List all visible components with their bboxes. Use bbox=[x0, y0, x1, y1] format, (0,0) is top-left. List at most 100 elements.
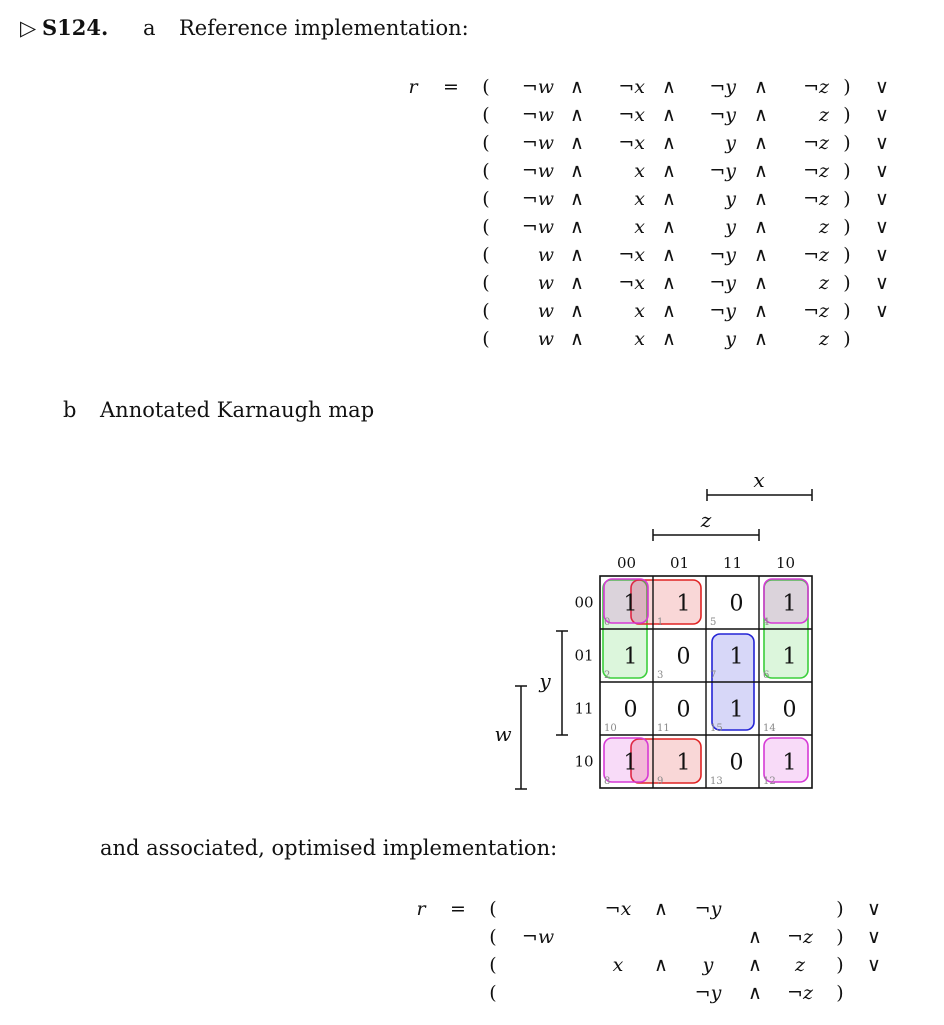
opt-close-paren: ) bbox=[836, 982, 844, 1004]
kmap-cell-index: 0 bbox=[604, 617, 610, 628]
ref-term-x: ¬x bbox=[618, 132, 645, 154]
opt-close-paren: ) bbox=[836, 926, 844, 948]
kmap-row-header: 10 bbox=[574, 753, 593, 771]
kmap-cell-value: 1 bbox=[624, 751, 638, 776]
kmap-cell-index: 2 bbox=[604, 670, 610, 681]
ref-term-x: x bbox=[634, 188, 645, 210]
opt-open-paren: ( bbox=[489, 898, 497, 920]
opt-term-z: ¬z bbox=[787, 926, 813, 948]
kmap-cell-index: 9 bbox=[657, 776, 663, 787]
ref-term-y: y bbox=[725, 132, 736, 154]
kmap-var-z: z bbox=[700, 508, 712, 532]
kmap-cell-index: 1 bbox=[657, 617, 663, 628]
ref-term-z: z bbox=[818, 216, 829, 238]
ref-and: ∧ bbox=[570, 272, 584, 294]
ref-open-paren: ( bbox=[482, 188, 490, 210]
optimised-caption: and associated, optimised implementation… bbox=[100, 836, 558, 860]
ref-close-paren: ) bbox=[843, 300, 851, 322]
ref-or: ∨ bbox=[875, 244, 889, 266]
ref-and: ∧ bbox=[662, 132, 676, 154]
ref-open-paren: ( bbox=[482, 244, 490, 266]
kmap-var-x: x bbox=[753, 468, 764, 492]
ref-term-w: ¬w bbox=[521, 188, 554, 210]
ref-term-w: w bbox=[537, 328, 554, 350]
kmap-cell-value: 0 bbox=[730, 751, 744, 776]
ref-open-paren: ( bbox=[482, 300, 490, 322]
ref-and: ∧ bbox=[570, 244, 584, 266]
ref-or: ∨ bbox=[875, 188, 889, 210]
ref-term-y: y bbox=[725, 188, 736, 210]
opt-lhs: r bbox=[416, 898, 426, 920]
ref-term-y: y bbox=[725, 328, 736, 350]
ref-or: ∨ bbox=[875, 216, 889, 238]
ref-term-x: ¬x bbox=[618, 104, 645, 126]
ref-open-paren: ( bbox=[482, 216, 490, 238]
ref-term-z: ¬z bbox=[803, 244, 829, 266]
group-magenta-tr bbox=[763, 578, 809, 624]
kmap-col-header: 00 bbox=[617, 554, 636, 572]
ref-term-z: ¬z bbox=[803, 300, 829, 322]
ref-term-w: ¬w bbox=[521, 104, 554, 126]
ref-term-x: x bbox=[634, 328, 645, 350]
opt-equals: = bbox=[450, 898, 466, 920]
opt-close-paren: ) bbox=[836, 954, 844, 976]
ref-close-paren: ) bbox=[843, 132, 851, 154]
kmap-cell-value: 0 bbox=[783, 698, 797, 723]
ref-term-w: w bbox=[537, 300, 554, 322]
kmap-row-header: 01 bbox=[574, 647, 593, 665]
kmap-cell-index: 15 bbox=[710, 723, 723, 734]
ref-equals: = bbox=[443, 76, 459, 98]
ref-and: ∧ bbox=[570, 328, 584, 350]
group-magenta-tl bbox=[603, 578, 649, 624]
opt-close-paren: ) bbox=[836, 898, 844, 920]
ref-and: ∧ bbox=[662, 244, 676, 266]
ref-and: ∧ bbox=[570, 76, 584, 98]
ref-term-x: ¬x bbox=[618, 244, 645, 266]
kmap-cell-index: 7 bbox=[710, 670, 716, 681]
ref-term-w: ¬w bbox=[521, 132, 554, 154]
ref-open-paren: ( bbox=[482, 104, 490, 126]
ref-lhs: r bbox=[408, 76, 418, 98]
ref-term-x: x bbox=[634, 216, 645, 238]
ref-term-z: z bbox=[818, 104, 829, 126]
ref-and: ∧ bbox=[754, 272, 768, 294]
kmap-cell-value: 0 bbox=[730, 592, 744, 617]
kmap-cell-index: 4 bbox=[763, 617, 769, 628]
ref-or: ∨ bbox=[875, 300, 889, 322]
opt-or: ∨ bbox=[867, 954, 881, 976]
ref-and: ∧ bbox=[570, 300, 584, 322]
ref-close-paren: ) bbox=[843, 188, 851, 210]
kmap-cell-index: 12 bbox=[763, 776, 776, 787]
opt-open-paren: ( bbox=[489, 982, 497, 1004]
reference-expression: r = ( ¬w ∧ ¬x ∧ ¬y ∧ ¬z) ∨ ( ¬w ∧ ¬x ∧ ¬y ∧ z) ∨ ( ¬w ∧ ¬x ∧ y ∧ ¬z… bbox=[0, 0, 944, 360]
ref-and: ∧ bbox=[570, 160, 584, 182]
ref-term-y: ¬y bbox=[709, 76, 736, 98]
ref-or: ∨ bbox=[875, 76, 889, 98]
kmap-cell-index: 8 bbox=[604, 776, 610, 787]
kmap-var-y: y bbox=[538, 669, 551, 693]
kmap-cell-value: 1 bbox=[677, 592, 691, 617]
kmap-cell-index: 11 bbox=[657, 723, 670, 734]
opt-and: ∧ bbox=[654, 898, 668, 920]
kmap-cell-value: 0 bbox=[677, 698, 691, 723]
ref-term-w: w bbox=[537, 272, 554, 294]
opt-term-y: y bbox=[702, 954, 714, 976]
ref-term-w: ¬w bbox=[521, 76, 554, 98]
ref-term-y: ¬y bbox=[709, 160, 736, 182]
opt-and: ∧ bbox=[748, 982, 762, 1004]
opt-or: ∨ bbox=[867, 898, 881, 920]
ref-open-paren: ( bbox=[482, 160, 490, 182]
ref-and: ∧ bbox=[662, 216, 676, 238]
ref-and: ∧ bbox=[754, 300, 768, 322]
kmap-cell-index: 6 bbox=[763, 670, 769, 681]
part-b-label: b bbox=[63, 398, 77, 422]
part-a-label: a bbox=[143, 16, 156, 40]
opt-open-paren: ( bbox=[489, 926, 497, 948]
ref-and: ∧ bbox=[662, 272, 676, 294]
ref-and: ∧ bbox=[754, 216, 768, 238]
ref-term-z: ¬z bbox=[803, 160, 829, 182]
ref-close-paren: ) bbox=[843, 216, 851, 238]
kmap-cell-value: 1 bbox=[783, 592, 797, 617]
kmap-cell-index: 13 bbox=[710, 776, 723, 787]
